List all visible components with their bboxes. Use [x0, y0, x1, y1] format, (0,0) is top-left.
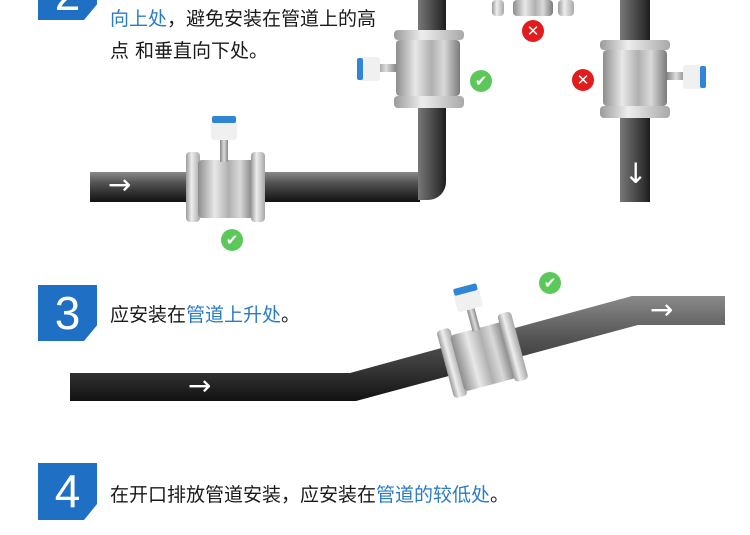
step-2-text-line2: 点 和垂直向下处。: [110, 40, 269, 62]
step-number: 4: [54, 465, 81, 517]
check-icon: ✔: [470, 70, 492, 92]
cross-icon: ✕: [522, 20, 544, 42]
step-number: 2: [55, 0, 81, 20]
cross-icon: ✕: [572, 69, 594, 91]
check-icon: ✔: [539, 272, 561, 294]
step-badge-2: 2: [38, 0, 97, 20]
flow-arrow-right-icon: →: [650, 293, 674, 326]
step-badge-3: 3: [38, 285, 97, 341]
flow-arrow-down-icon: ↓: [624, 157, 648, 190]
flow-arrow-right-icon: →: [108, 168, 132, 201]
step-4-highlight: 管道的较低处: [376, 484, 491, 506]
step-number: 3: [54, 287, 81, 339]
step-2-highlight: 向上处: [110, 8, 168, 30]
flow-arrow-right-icon: →: [188, 369, 212, 402]
step-2-text-line1: 向上处，避免安装在管道上的高: [110, 8, 377, 30]
step-3-text: 应安装在管道上升处。: [110, 304, 301, 326]
check-icon: ✔: [221, 229, 243, 251]
step-3-highlight: 管道上升处: [186, 304, 282, 326]
step-4-text: 在开口排放管道安装，应安装在管道的较低处。: [110, 484, 510, 506]
step-badge-4: 4: [38, 463, 97, 520]
